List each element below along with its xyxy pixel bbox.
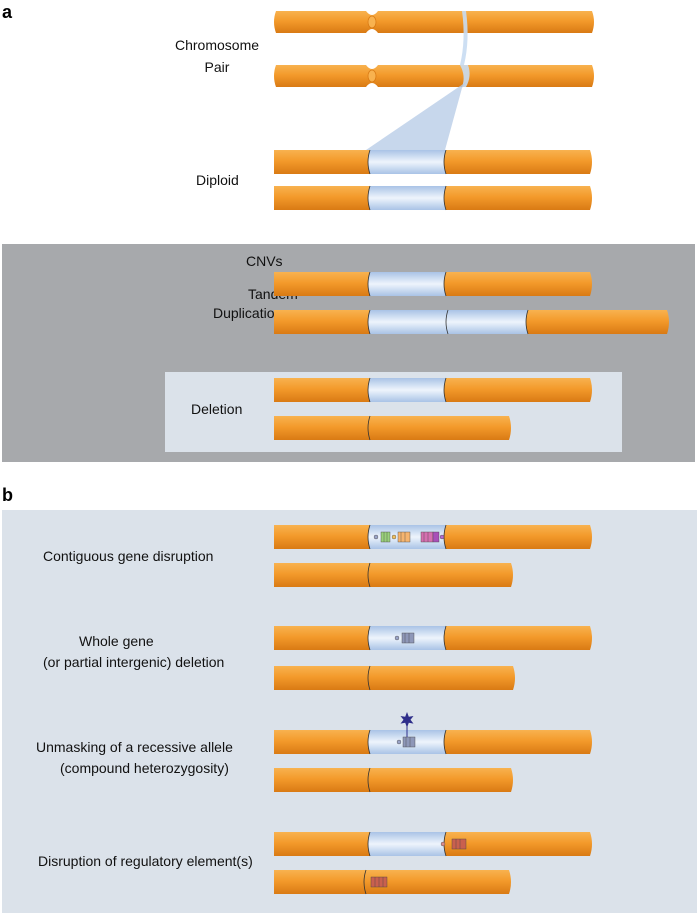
- cnvs-label: CNVs: [246, 253, 283, 269]
- deletion-label: Deletion: [191, 401, 242, 417]
- deletion-strand-1: [274, 377, 592, 403]
- deletion-strand-2: [274, 415, 511, 441]
- chromosome-1: [274, 11, 594, 33]
- tandem-strand-1: [274, 271, 592, 297]
- regulatory-strand-1: [274, 831, 592, 857]
- whole-gene-strand-1: [274, 625, 592, 651]
- tandem-strand-2: [274, 309, 669, 335]
- unmasking-label-2: (compound heterozygosity): [60, 760, 229, 776]
- regulatory-element-icon: [440, 838, 467, 850]
- highlight-band: [460, 11, 470, 87]
- zoom-wedge: [366, 82, 466, 150]
- contiguous-strand-2: [274, 562, 513, 588]
- regulatory-element-icon-2: [370, 876, 388, 888]
- chromosome-pair-label-1: Chromosome: [175, 37, 259, 53]
- panel-b-letter: b: [2, 485, 13, 505]
- unmasking-strand-1: [274, 729, 592, 755]
- regulatory-strand-2: [274, 869, 511, 895]
- unmasking-label-1: Unmasking of a recessive allele: [36, 739, 233, 755]
- regulatory-label: Disruption of regulatory element(s): [38, 853, 253, 869]
- whole-gene-label-2: (or partial intergenic) deletion: [43, 654, 224, 670]
- whole-gene-label-1: Whole gene: [79, 633, 154, 649]
- unmasking-strand-2: [274, 767, 513, 793]
- gene-icon: [394, 632, 415, 644]
- diploid-strand-1: [274, 149, 592, 175]
- whole-gene-strand-2: [274, 665, 515, 691]
- chromosome-pair-label-2: Pair: [205, 59, 230, 75]
- contiguous-label: Contiguous gene disruption: [43, 548, 213, 564]
- diploid-label: Diploid: [196, 172, 239, 188]
- mutation-star-icon: [400, 712, 414, 728]
- tandem-label-2: Duplication: [213, 305, 282, 321]
- gene-cluster-icon: [373, 531, 445, 543]
- diploid-strand-2: [274, 185, 592, 211]
- panel-a-letter: a: [2, 2, 13, 22]
- chromosome-2: [274, 65, 594, 87]
